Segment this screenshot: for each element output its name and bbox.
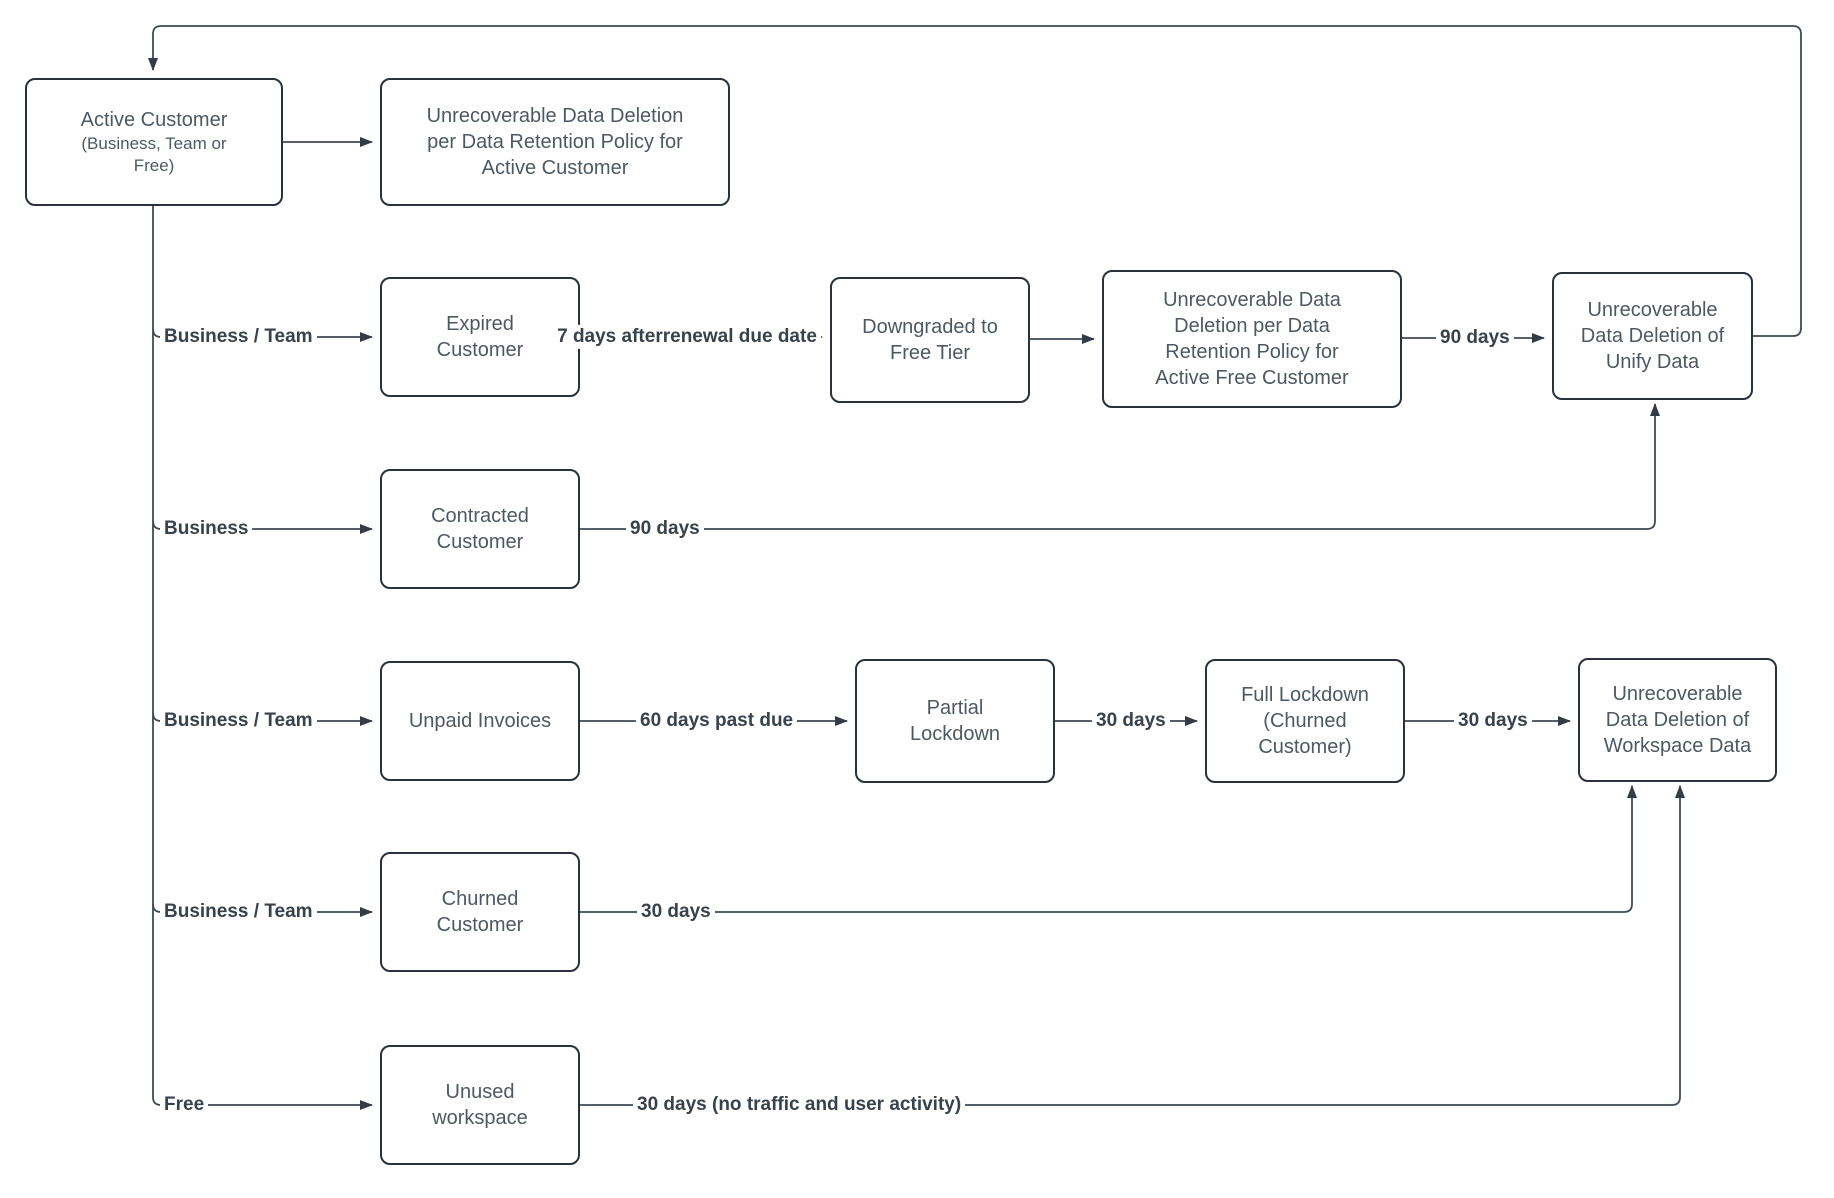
- node-contracted-customer: Contracted Customer: [380, 469, 580, 589]
- node-label-line: Unrecoverable Data: [1163, 289, 1341, 311]
- node-label-line: Unused: [445, 1081, 515, 1103]
- node-label-line: Data Deletion of: [1605, 709, 1750, 731]
- node-label-line: Retention Policy for: [1165, 341, 1339, 363]
- node-churned-customer: Churned Customer: [380, 852, 580, 972]
- edge-label-30-days-partial: 30 days: [1092, 708, 1170, 734]
- node-unpaid-invoices: Unpaid Invoices: [380, 661, 580, 781]
- node-partial-lockdown: Partial Lockdown: [855, 659, 1055, 783]
- node-label-line: Partial: [926, 697, 984, 719]
- node-label-line: Customer): [1258, 736, 1352, 758]
- node-label-line: Unpaid Invoices: [408, 710, 552, 732]
- node-subtitle-line: (Business, Team or: [81, 133, 227, 153]
- node-label-line: Churned: [441, 888, 519, 910]
- node-active-customer: Active Customer (Business, Team or Free): [25, 78, 283, 206]
- node-workspace-data-deletion: Unrecoverable Data Deletion of Workspace…: [1578, 658, 1777, 782]
- node-label-line: Full Lockdown: [1241, 684, 1369, 706]
- edge-label-business: Business: [160, 516, 253, 542]
- node-label-line: Workspace Data: [1603, 735, 1752, 757]
- node-label-line: (Churned: [1263, 710, 1347, 732]
- edge-label-business-team-churned: Business / Team: [160, 899, 317, 925]
- edge-label-business-team-unpaid: Business / Team: [160, 708, 317, 734]
- node-label-line: Expired: [446, 313, 514, 335]
- node-label-line: Unify Data: [1605, 351, 1700, 373]
- node-label-line: per Data Retention Policy for: [427, 131, 683, 153]
- edge-churned-to-workspace-deletion: [580, 785, 1637, 913]
- node-label-line: Unrecoverable Data Deletion: [426, 105, 684, 127]
- node-unused-workspace: Unused workspace: [380, 1045, 580, 1165]
- edge-label-30-days-churned: 30 days: [637, 899, 715, 925]
- node-deletion-active-customer: Unrecoverable Data Deletion per Data Ret…: [380, 78, 730, 206]
- edge-unused-to-workspace-deletion: [580, 785, 1685, 1106]
- edge-label-business-team-expired: Business / Team: [160, 324, 317, 350]
- node-label-line: Free Tier: [889, 342, 971, 364]
- edge-label-line: 7 days after: [557, 325, 663, 347]
- node-label-line: workspace: [432, 1107, 528, 1129]
- edge-label-7-days-after-renewal: 7 days afterrenewal due date: [553, 324, 821, 350]
- node-label-line: Data Deletion of: [1580, 325, 1725, 347]
- node-label-line: Unrecoverable: [1612, 683, 1743, 705]
- node-label-line: Deletion per Data: [1174, 315, 1330, 337]
- node-label-line: Downgraded to: [862, 316, 998, 338]
- edge-label-90-days-contracted: 90 days: [626, 516, 704, 542]
- edge-label-30-days-no-traffic: 30 days (no traffic and user activity): [633, 1092, 966, 1118]
- node-title: Active Customer: [80, 108, 228, 131]
- edge-contracted-to-unify-deletion: [580, 403, 1660, 530]
- node-label-line: Active Free Customer: [1155, 367, 1349, 389]
- node-label-line: Customer: [436, 339, 524, 361]
- node-deletion-active-free-customer: Unrecoverable Data Deletion per Data Ret…: [1102, 270, 1402, 408]
- node-subtitle-line: Free): [133, 156, 175, 175]
- node-label-line: Unrecoverable: [1587, 299, 1718, 321]
- node-label-line: Customer: [436, 531, 524, 553]
- node-label-line: Active Customer: [481, 157, 629, 179]
- edge-label-90-days-free: 90 days: [1436, 325, 1514, 351]
- node-label-line: Lockdown: [909, 723, 1001, 745]
- node-downgraded-free-tier: Downgraded to Free Tier: [830, 277, 1030, 403]
- node-unify-data-deletion: Unrecoverable Data Deletion of Unify Dat…: [1552, 272, 1753, 400]
- edge-label-line: renewal due date: [662, 325, 817, 347]
- edge-label-30-days-full: 30 days: [1454, 708, 1532, 734]
- node-expired-customer: Expired Customer: [380, 277, 580, 397]
- node-full-lockdown: Full Lockdown (Churned Customer): [1205, 659, 1405, 783]
- edge-label-free: Free: [160, 1092, 209, 1118]
- node-label-line: Customer: [436, 914, 524, 936]
- node-label-line: Contracted: [431, 505, 529, 527]
- edge-unify-deletion-to-active: [148, 25, 1802, 337]
- edge-label-60-days-past-due: 60 days past due: [636, 708, 798, 734]
